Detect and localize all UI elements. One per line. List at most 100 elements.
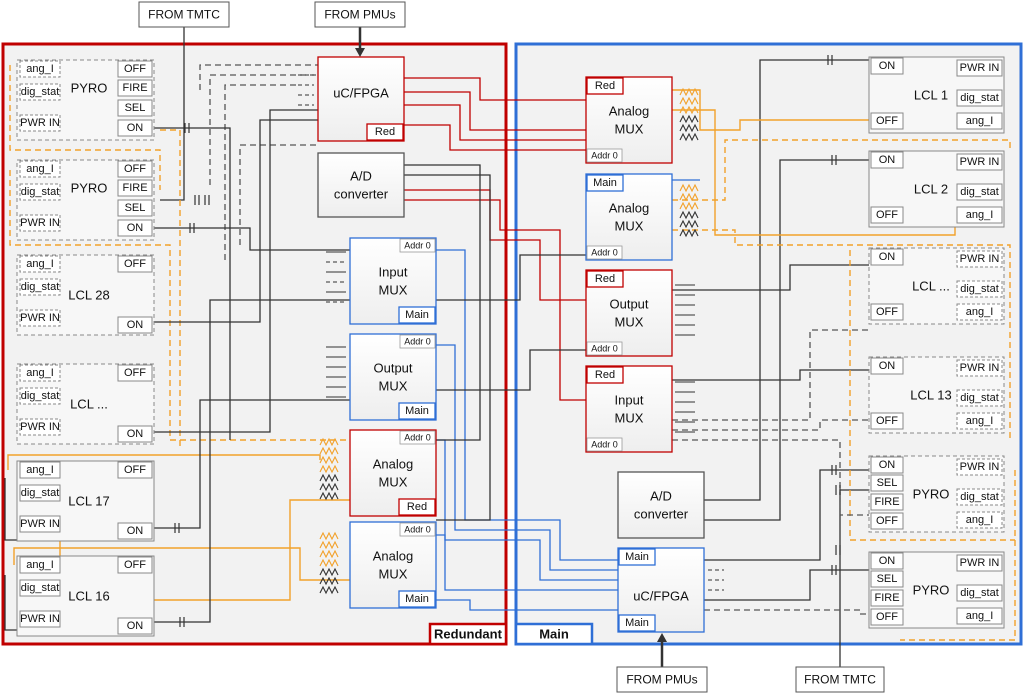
main-ad-converter-label: converter	[634, 507, 689, 522]
signal-wire	[7, 454, 321, 470]
right-pyro-2-label: PYRO	[913, 583, 950, 598]
signal-wire	[436, 254, 586, 301]
off-box	[870, 206, 904, 224]
on-box	[117, 522, 153, 540]
signal-wire	[436, 599, 618, 611]
off-box-label: OFF	[876, 415, 898, 427]
on-box	[117, 425, 153, 443]
on-box	[870, 248, 904, 266]
resistor-icon	[319, 491, 339, 501]
off-box	[117, 60, 153, 78]
signal-wire	[152, 119, 318, 323]
resistor-icon	[679, 96, 699, 106]
signal-wire	[9, 65, 161, 190]
main-ad-converter	[617, 471, 705, 539]
fire-box-label: FIRE	[874, 592, 899, 604]
arrow-down-icon	[355, 48, 365, 57]
signal-wire	[404, 91, 586, 131]
signal-wire	[436, 534, 618, 591]
address-tag	[586, 341, 623, 356]
block-tag-label: Red	[595, 273, 615, 285]
ang-i-box-label: ang_I	[966, 415, 994, 427]
dig-stat-box-label: dig_stat	[960, 392, 999, 404]
off-box	[117, 364, 153, 382]
block-tag-label: Main	[593, 177, 617, 189]
resistor-icon	[319, 455, 339, 465]
signal-wire	[704, 59, 869, 501]
signal-wire	[152, 299, 350, 623]
off-box	[117, 461, 153, 479]
sel-box-label: SEL	[877, 573, 898, 585]
dig-stat-box	[19, 278, 61, 296]
on-box	[870, 151, 904, 169]
pwr-in-box-label: PWR IN	[960, 156, 1000, 168]
dig-stat-box	[19, 387, 61, 405]
pwr-in-box	[956, 250, 1003, 268]
lcl-16-label: LCL 16	[68, 589, 109, 604]
signal-wire	[404, 124, 586, 151]
resistor-icon	[319, 576, 339, 586]
address-tag-label: Addr 0	[591, 344, 618, 354]
on-box	[870, 357, 904, 375]
on-box-label: ON	[127, 428, 144, 440]
signal-wire	[404, 199, 586, 401]
block-tag-label: Red	[407, 501, 427, 513]
dig-stat-box	[956, 280, 1003, 298]
signal-wire	[404, 77, 586, 101]
resistor-icon	[319, 446, 339, 456]
pwr-in-box	[956, 359, 1003, 377]
pwr-in-box-label: PWR IN	[960, 362, 1000, 374]
dig-stat-box	[19, 579, 61, 597]
lcl-left-dots-label: LCL ...	[70, 397, 108, 412]
pwr-in-box	[19, 515, 61, 533]
resistor-icon	[319, 567, 339, 577]
dig-stat-box	[19, 183, 61, 201]
signal-wire	[152, 127, 231, 440]
dig-stat-box	[956, 89, 1003, 107]
ang-i-box-label: ang_I	[26, 559, 54, 571]
resistor-icon	[319, 540, 339, 550]
block-tag	[398, 402, 436, 420]
on-box-label: ON	[879, 251, 896, 263]
on-box-label: ON	[879, 459, 896, 471]
signal-wire	[239, 144, 318, 245]
fire-box	[117, 179, 153, 197]
block-tag	[618, 548, 656, 566]
pwr-in-box-label: PWR IN	[20, 117, 60, 129]
on-box-label: ON	[879, 555, 896, 567]
off-box-label: OFF	[876, 115, 898, 127]
dig-stat-box-label: dig_stat	[21, 86, 60, 98]
signal-wire	[672, 229, 1011, 440]
signal-wire	[849, 250, 1015, 541]
pwr-in-box	[956, 554, 1003, 572]
main-ad-converter-label: A/D	[650, 489, 672, 504]
pwr-in-box-label: PWR IN	[20, 421, 60, 433]
main-label-box	[514, 622, 594, 646]
signal-wire	[672, 369, 869, 381]
block-tag	[586, 174, 624, 192]
lcl-17-label: LCL 17	[68, 494, 109, 509]
pwr-in-box	[19, 309, 61, 327]
ang-i-box-label: ang_I	[26, 63, 54, 75]
lcl-13-label: LCL 13	[910, 388, 951, 403]
sel-box-label: SEL	[125, 202, 146, 214]
signal-wire	[160, 27, 185, 201]
on-box-label: ON	[127, 620, 144, 632]
pwr-in-box-label: PWR IN	[960, 461, 1000, 473]
ang-i-box-label: ang_I	[26, 163, 54, 175]
fire-box-label: FIRE	[122, 182, 147, 194]
on-box-label: ON	[127, 122, 144, 134]
arrow-up-icon	[657, 633, 667, 642]
block-tag-label: Red	[375, 126, 395, 138]
fire-box-label: FIRE	[122, 82, 147, 94]
signal-wire	[672, 419, 869, 431]
pwr-in-box	[19, 610, 61, 628]
resistor-icon	[679, 132, 699, 142]
dig-stat-box-label: dig_stat	[21, 487, 60, 499]
redundant-analog-mux-main-label: Analog	[373, 549, 413, 564]
resistor-icon	[319, 482, 339, 492]
main-analog-mux-red-label: Analog	[609, 104, 649, 119]
resistor-icon	[679, 183, 699, 193]
sel-box	[117, 99, 153, 117]
sel-box-label: SEL	[125, 102, 146, 114]
